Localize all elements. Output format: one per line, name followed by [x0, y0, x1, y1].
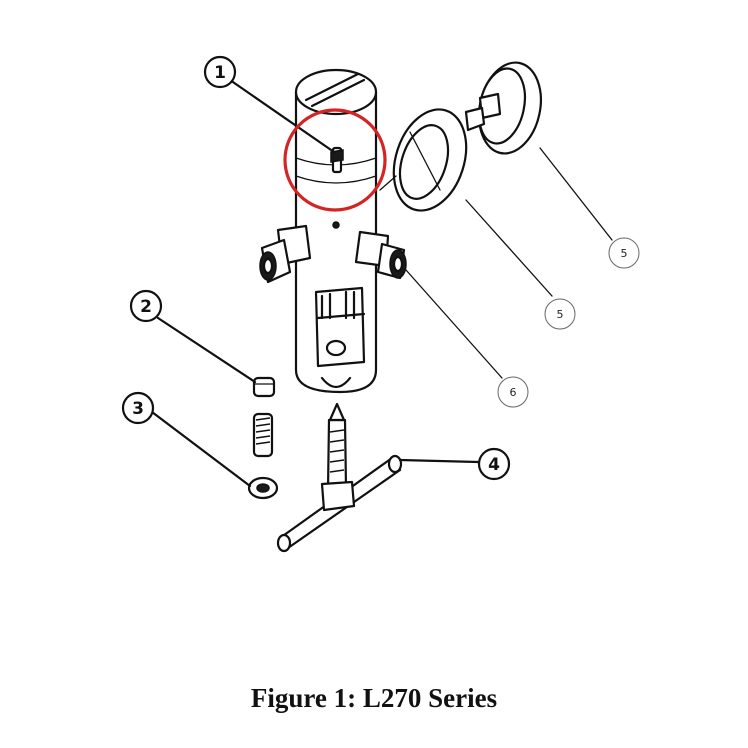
callout-1: 1	[203, 55, 237, 89]
callout-3: 3	[121, 391, 155, 425]
highlight-circle	[283, 108, 387, 212]
regulator-body	[294, 68, 378, 394]
item-2-cap	[252, 376, 276, 398]
left-port-fitting	[259, 224, 312, 284]
callout-5b: 5	[544, 298, 576, 330]
callout-1-label: 1	[214, 63, 226, 83]
figure-caption: Figure 1: L270 Series	[250, 683, 498, 713]
gauge-lens-ring	[392, 108, 468, 212]
leader-lines	[150, 78, 613, 488]
right-port-fitting	[354, 230, 407, 280]
callout-2-label: 2	[140, 297, 152, 317]
callout-5a-label: 5	[621, 247, 628, 260]
callout-6-label: 6	[510, 386, 517, 399]
gauge-body	[464, 61, 542, 155]
callout-6: 6	[497, 376, 529, 408]
callout-3-label: 3	[132, 399, 144, 419]
callout-5b-label: 5	[557, 308, 564, 321]
callout-4-label: 4	[488, 455, 500, 475]
item-3-washer	[247, 476, 279, 500]
callout-5a: 5	[608, 237, 640, 269]
callout-4: 4	[477, 447, 511, 481]
item-4-t-handle	[276, 402, 403, 553]
callout-2: 2	[129, 289, 163, 323]
set-screw	[252, 412, 274, 458]
